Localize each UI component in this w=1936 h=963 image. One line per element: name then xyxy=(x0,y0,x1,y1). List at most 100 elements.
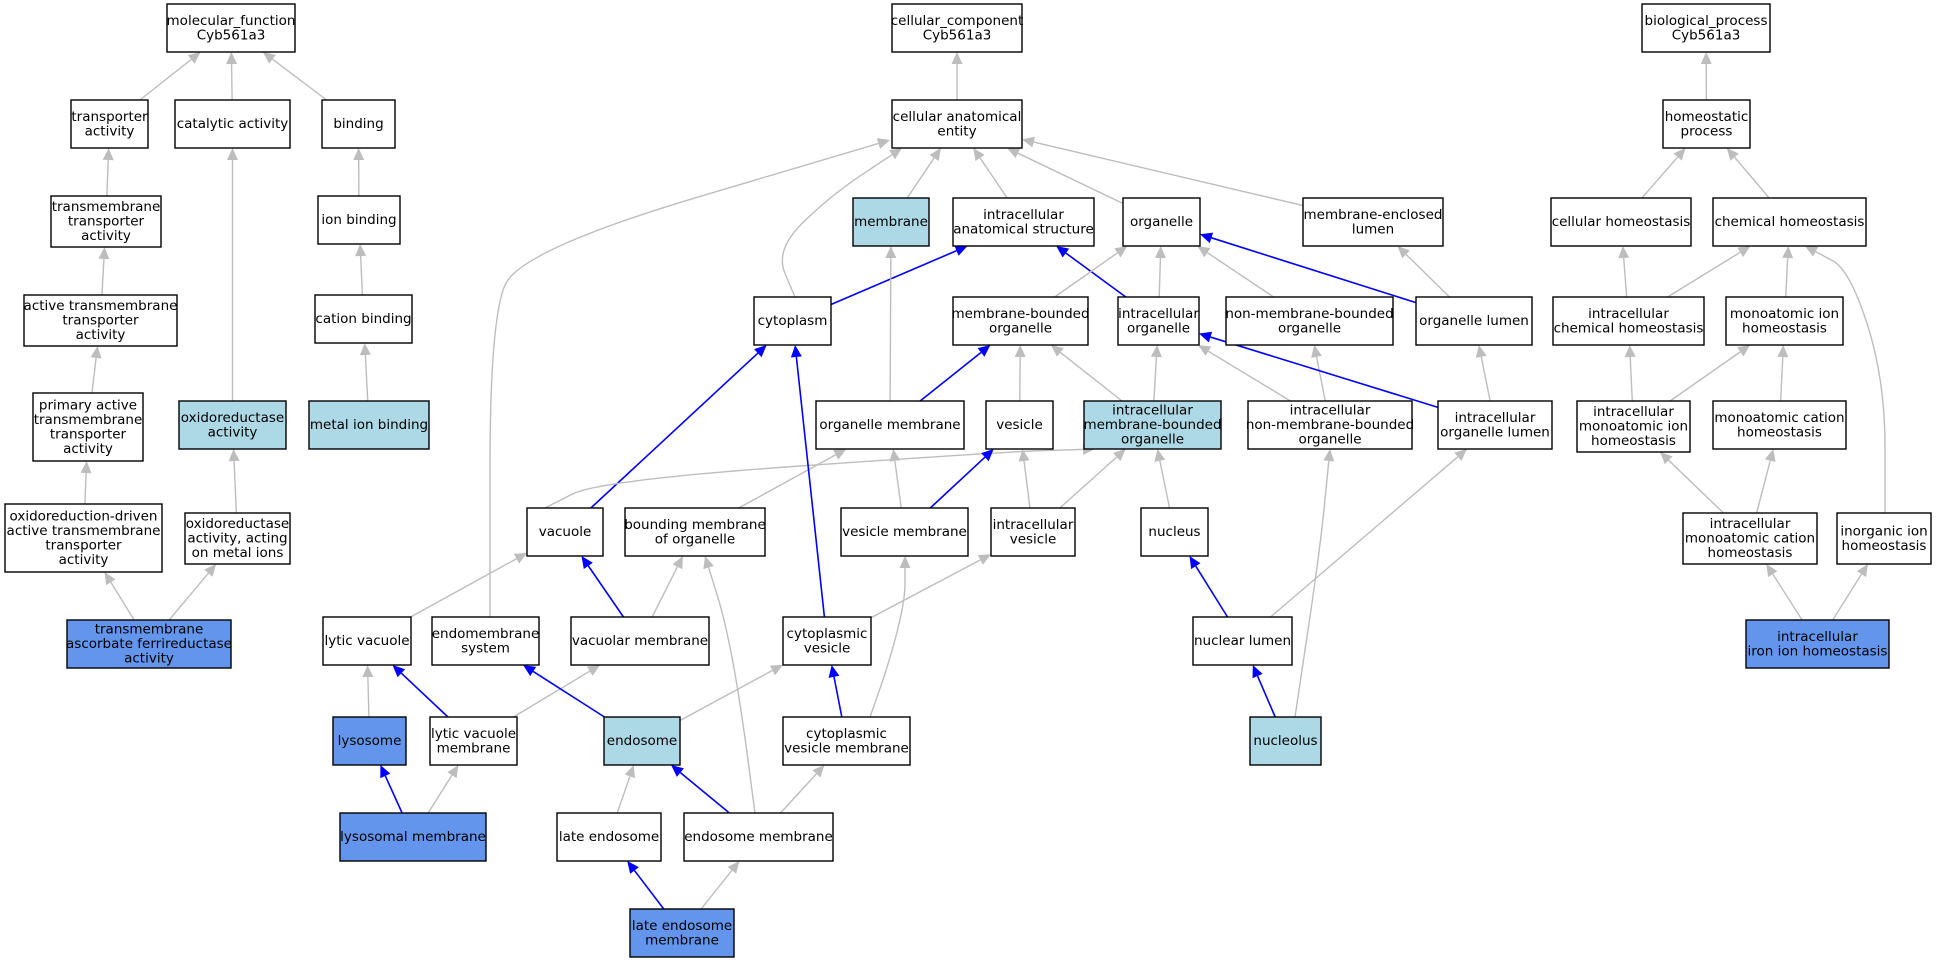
node-endosome-membrane[interactable]: endosome membrane xyxy=(683,812,834,862)
node-label-line: intracellular xyxy=(1710,516,1791,532)
node-box xyxy=(629,908,735,958)
edge-intracellular_chemical_homeostasis-to-cellular_homeostasis xyxy=(1618,246,1630,298)
node-vesicle[interactable]: vesicle xyxy=(985,400,1054,450)
edge-vacuole-to-cytoplasm xyxy=(590,345,767,509)
node-box xyxy=(1415,296,1533,346)
node-organelle-lumen[interactable]: organelle lumen xyxy=(1415,296,1533,346)
node-nucleolus[interactable]: nucleolus xyxy=(1249,716,1322,766)
node-binding[interactable]: binding xyxy=(321,99,396,149)
node-organelle-membrane[interactable]: organelle membrane xyxy=(815,400,965,450)
node-intracellular-non-membrane-bounded-organelle[interactable]: intracellularnon-membrane-boundedorganel… xyxy=(1246,400,1414,450)
node-lysosomal-membrane[interactable]: lysosomal membrane xyxy=(339,812,487,862)
arrowhead-icon xyxy=(102,148,114,161)
node-nuclear-lumen[interactable]: nuclear lumen xyxy=(1192,616,1293,666)
node-label-line: cytoplasmic xyxy=(806,726,887,742)
node-vacuole[interactable]: vacuole xyxy=(526,507,604,557)
node-membrane[interactable]: membrane xyxy=(852,197,930,247)
node-box xyxy=(891,3,1023,53)
node-nucleus[interactable]: nucleus xyxy=(1140,507,1209,557)
edge-monoatomic_cation_homeostasis-to-monoatomic_ion_homeostasis xyxy=(1777,345,1789,402)
node-label-line: homeostasis xyxy=(1842,538,1927,554)
arrowhead-icon xyxy=(1311,345,1322,358)
arrowhead-icon xyxy=(754,345,767,358)
node-box xyxy=(852,197,930,247)
arrowhead-icon xyxy=(627,861,639,874)
node-vacuolar-membrane[interactable]: vacuolar membrane xyxy=(570,616,710,666)
edge-intracellular_monoatomic_ion_homeostasis-to-intracellular_chemical_homeostasis xyxy=(1624,345,1636,402)
edge-active_transmembrane_transporter_activity-to-transmembrane_transporter_activity xyxy=(98,247,110,296)
edge-line xyxy=(1207,350,1291,402)
node-box xyxy=(66,619,232,669)
node-label-line: membrane xyxy=(854,214,928,230)
node-cytoplasm[interactable]: cytoplasm xyxy=(753,296,832,346)
edge-line xyxy=(1153,356,1158,402)
node-box xyxy=(1712,197,1867,247)
arrowhead-icon xyxy=(981,449,994,462)
node-catalytic-activity[interactable]: catalytic activity xyxy=(174,99,291,149)
edge-intracellular_non_membrane_bounded_organelle-to-non_membrane_bounded_organelle xyxy=(1311,345,1326,402)
node-lytic-vacuole[interactable]: lytic vacuole xyxy=(322,616,412,666)
arrowhead-icon xyxy=(1737,345,1751,357)
node-late-endosome[interactable]: late endosome xyxy=(556,812,662,862)
node-label-line: activity xyxy=(81,228,131,244)
edge-non_membrane_bounded_organelle-to-organelle xyxy=(1197,246,1275,298)
node-primary-active-transmembrane-transporter-activity[interactable]: primary activetransmembranetransporterac… xyxy=(32,392,144,462)
edge-line xyxy=(906,157,935,199)
node-label-line: biological_process xyxy=(1645,13,1768,29)
node-vesicle-membrane[interactable]: vesicle membrane xyxy=(840,507,969,557)
node-cation-binding[interactable]: cation binding xyxy=(314,294,413,344)
edge-line xyxy=(1065,252,1127,298)
node-lysosome[interactable]: lysosome xyxy=(332,716,407,766)
arrowhead-icon xyxy=(812,765,825,778)
node-label-line: system xyxy=(461,640,510,656)
node-ion-binding[interactable]: ion binding xyxy=(317,195,401,245)
node-label-line: primary active xyxy=(39,397,137,413)
node-metal-ion-binding[interactable]: metal ion binding xyxy=(308,400,430,450)
arrowhead-icon xyxy=(1782,246,1794,259)
node-label-line: activity xyxy=(59,552,109,568)
edge-line xyxy=(1210,336,1439,409)
node-chemical-homeostasis[interactable]: chemical homeostasis xyxy=(1712,197,1867,247)
edge-organelle_lumen-to-membrane_enclosed_lumen xyxy=(1397,246,1451,298)
node-organelle[interactable]: organelle xyxy=(1122,197,1201,247)
node-label-line: monoatomic ion xyxy=(1730,306,1839,322)
edge-line xyxy=(738,454,837,509)
node-endosome[interactable]: endosome xyxy=(603,716,681,766)
node-box xyxy=(1641,3,1771,53)
node-cellular-homeostasis[interactable]: cellular homeostasis xyxy=(1550,197,1692,247)
edge-line xyxy=(1405,253,1451,298)
